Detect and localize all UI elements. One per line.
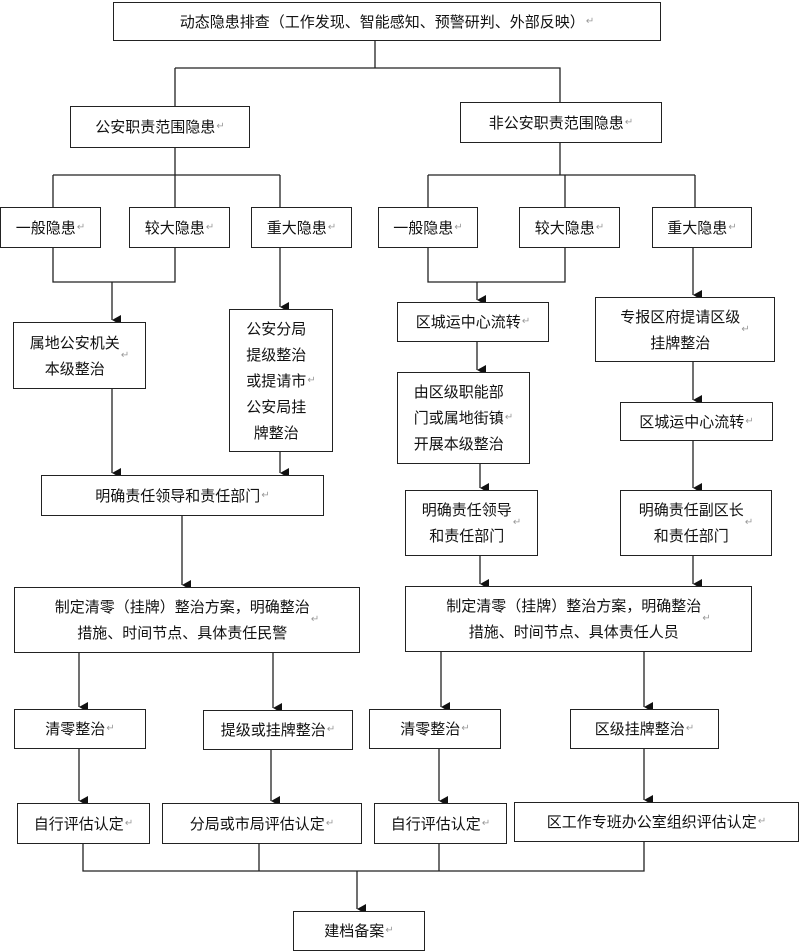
return-mark-icon: ↵ [728,221,737,233]
return-mark-icon: ↵ [120,349,130,361]
node-non-police-larger: 较大隐患↵ [519,207,620,248]
return-mark-icon: ↵ [216,121,225,132]
return-mark-icon: ↵ [461,723,470,734]
return-mark-icon: ↵ [454,221,463,233]
return-mark-icon: ↵ [124,817,134,829]
return-mark-icon: ↵ [685,723,695,734]
node-non-police-scope: 非公安职责范围隐患↵ [460,102,662,143]
return-mark-icon: ↵ [481,817,491,829]
node-non-police-rectification-plan: 制定清零（挂牌）整治方案，明确整治 措施、时间节点、具体责任人员↵ [405,586,752,652]
return-mark-icon: ↵ [624,116,634,128]
node-root-hazard-screening: 动态隐患排查（工作发现、智能感知、预警研判、外部反映）↵ [113,2,661,41]
return-mark-icon: ↵ [307,374,316,386]
node-city-ops-transfer-left: 区城运中心流转↵ [397,302,549,342]
node-archive-filing: 建档备案↵ [293,911,425,951]
node-police-scope: 公安职责范围隐患↵ [70,106,250,148]
return-mark-icon: ↵ [504,412,514,423]
node-police-responsible-leader: 明确责任领导和责任部门↵ [41,475,324,516]
node-branch-or-city-evaluation: 分局或市局评估认定↵ [162,803,362,844]
node-police-major: 重大隐患↵ [251,207,352,248]
node-district-office-evaluation: 区工作专班办公室组织评估认定↵ [514,802,799,842]
return-mark-icon: ↵ [702,613,711,624]
node-vice-district-head: 明确责任副区长 和责任部门↵ [620,490,772,556]
return-mark-icon: ↵ [325,817,335,829]
node-non-police-major: 重大隐患↵ [652,207,752,248]
return-mark-icon: ↵ [385,925,394,936]
node-report-district-gov: 专报区府提请区级 挂牌整治↵ [595,297,775,362]
return-mark-icon: ↵ [261,489,270,501]
node-branch-escalation: 公安分局 提级整治 或提请市 公安局挂 牌整治↵ [229,309,333,452]
return-mark-icon: ↵ [744,517,754,528]
node-police-general: 一般隐患↵ [0,207,101,248]
node-local-police-rectification: 属地公安机关 本级整治↵ [13,322,146,389]
return-mark-icon: ↵ [512,517,522,528]
return-mark-icon: ↵ [585,15,595,27]
return-mark-icon: ↵ [205,221,215,233]
node-police-rectification-plan: 制定清零（挂牌）整治方案，明确整治 措施、时间节点、具体责任民警↵ [14,587,360,653]
node-police-self-evaluation: 自行评估认定↵ [17,803,150,844]
node-non-police-clear-rectification: 清零整治↵ [369,709,501,749]
node-police-larger: 较大隐患↵ [129,207,230,248]
return-mark-icon: ↵ [327,221,337,233]
return-mark-icon: ↵ [745,415,754,427]
node-non-police-general: 一般隐患↵ [378,207,478,248]
node-non-police-self-evaluation: 自行评估认定↵ [374,803,507,844]
return-mark-icon: ↵ [741,323,750,335]
node-city-ops-transfer-right: 区城运中心流转↵ [620,402,773,441]
return-mark-icon: ↵ [106,723,115,734]
return-mark-icon: ↵ [757,816,767,827]
node-police-clear-rectification: 清零整治↵ [14,709,146,749]
return-mark-icon: ↵ [595,221,605,233]
return-mark-icon: ↵ [310,614,320,625]
node-district-dept-rectification: 由区级职能部 门或属地街镇 开展本级整治↵ [397,372,530,464]
return-mark-icon: ↵ [521,316,531,327]
node-escalate-or-list: 提级或挂牌整治↵ [203,710,353,750]
return-mark-icon: ↵ [326,724,336,735]
return-mark-icon: ↵ [76,221,86,233]
node-district-listing-rectification: 区级挂牌整治↵ [570,709,719,749]
node-non-police-responsible-leader: 明确责任领导 和责任部门↵ [405,490,538,556]
